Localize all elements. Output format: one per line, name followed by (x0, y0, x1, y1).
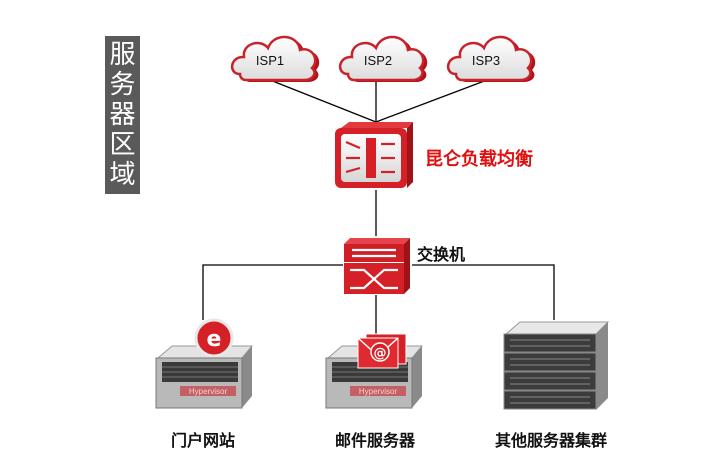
link-isp3-lb (375, 79, 488, 123)
server-label: 门户网站 (170, 431, 235, 450)
mail-server-icon: Hypervisor @ (325, 333, 424, 409)
server-stamp: Hypervisor (189, 387, 228, 396)
load-balancer-icon (335, 122, 413, 188)
mail-badge-icon: @ (374, 346, 387, 361)
switch-label: 交换机 (417, 245, 466, 264)
link-switch-web (202, 264, 343, 320)
region-tag-char: 务 (109, 70, 136, 100)
server-cluster-icon (503, 321, 610, 410)
isp-label: ISP1 (255, 53, 285, 68)
region-tag: 服 务 器 区 域 (105, 36, 140, 194)
web-server-icon: Hypervisor e (155, 318, 254, 409)
load-balancer-label: 昆仑负载均衡 (425, 149, 533, 170)
region-tag-char: 域 (109, 160, 136, 190)
region-tag-char: 区 (109, 130, 136, 160)
link-isp1-lb (269, 79, 377, 123)
rack-units (503, 333, 597, 410)
isp-label: ISP2 (363, 53, 393, 68)
server-label: 其他服务器集群 (494, 431, 607, 450)
isp-label: ISP3 (471, 53, 501, 68)
server-label: 邮件服务器 (334, 431, 415, 450)
server-stamp: Hypervisor (359, 387, 398, 396)
region-tag-char: 服 (109, 40, 136, 70)
link-switch-cluster (412, 264, 555, 320)
switch-icon (344, 238, 410, 294)
ie-badge-icon: e (207, 327, 222, 352)
region-tag-char: 器 (109, 100, 136, 130)
